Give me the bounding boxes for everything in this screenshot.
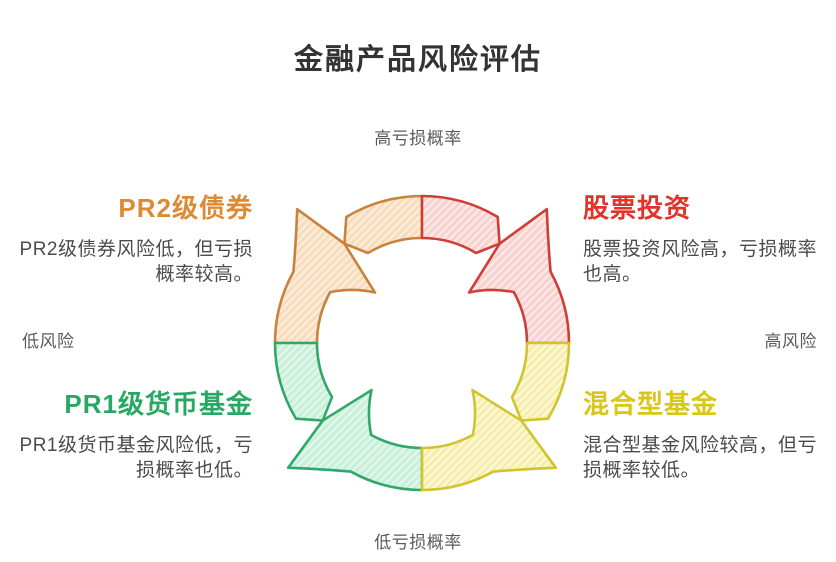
quadrant-description: PR1级货币基金风险低，亏 损概率也低。 bbox=[19, 435, 253, 481]
quadrant-heading: PR1级货币基金 bbox=[64, 389, 253, 419]
quadrant-label-stock-investment: 股票投资 股票投资风险高，亏损概率 也高。 bbox=[583, 193, 825, 287]
quadrant-label-pr2-bonds: PR2级债券 PR2级债券风险低，但亏损 概率较高。 bbox=[17, 193, 253, 287]
cycle-arrow-pr2-bonds bbox=[273, 194, 424, 345]
axis-label-high-risk: 高风险 bbox=[764, 332, 817, 351]
quadrant-label-mixed-fund: 混合型基金 混合型基金风险较高，但亏 损概率较低。 bbox=[583, 389, 825, 483]
quadrant-description: PR2级债券风险低，但亏损 概率较高。 bbox=[19, 239, 253, 285]
page-title: 金融产品风险评估 bbox=[293, 44, 542, 76]
cycle-arrow-stock-investment bbox=[420, 194, 571, 345]
axis-label-low-loss-probability: 低亏损概率 bbox=[374, 533, 462, 552]
axis-label-low-risk: 低风险 bbox=[22, 332, 75, 351]
cycle-arrow-mixed-fund bbox=[420, 341, 571, 492]
quadrant-heading: 混合型基金 bbox=[583, 389, 719, 419]
quadrant-description: 股票投资风险高，亏损概率 也高。 bbox=[583, 239, 818, 285]
quadrant-label-pr1-money-fund: PR1级货币基金 PR1级货币基金风险低，亏 损概率也低。 bbox=[17, 389, 253, 483]
quadrant-description: 混合型基金风险较高，但亏 损概率较低。 bbox=[583, 435, 818, 481]
cycle-arrow-pr1-money-fund bbox=[273, 341, 424, 492]
quadrant-heading: 股票投资 bbox=[583, 193, 692, 223]
quadrant-heading: PR2级债券 bbox=[118, 193, 253, 223]
axis-label-high-loss-probability: 高亏损概率 bbox=[374, 129, 462, 148]
cycle-arrows-diagram bbox=[273, 194, 571, 492]
